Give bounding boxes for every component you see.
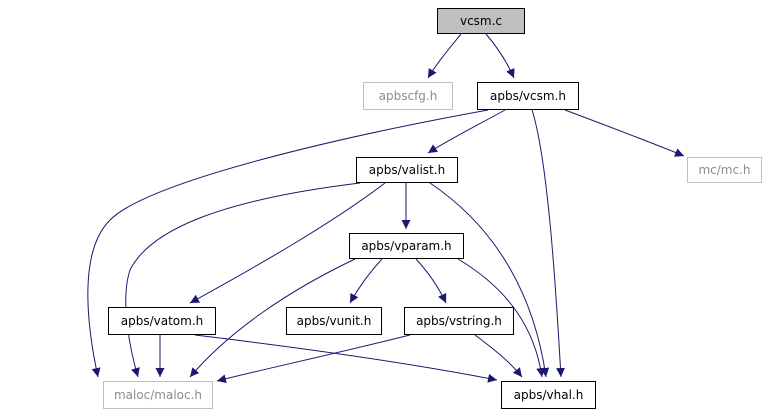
edge-apbs-valist-h-to-apbs-vhal-h <box>429 182 550 378</box>
edge-apbs-vcsm-h-to-apbs-vhal-h <box>531 109 565 378</box>
edge-apbs-vparam-h-to-apbs-vstring-h <box>415 258 447 304</box>
edge-vcsm-c-to-apbs-vcsm-h <box>485 33 515 79</box>
dependency-edges <box>87 33 685 384</box>
node-apbs-vhal-h[interactable]: apbs/vhal.h <box>501 381 596 409</box>
node-maloc-maloc-h: maloc/maloc.h <box>103 381 213 409</box>
edge-vcsm-c-to-apbscfg-h <box>427 33 462 79</box>
edge-apbs-vcsm-h-to-apbs-valist-h <box>427 109 506 154</box>
edge-apbs-vstring-h-to-maloc-maloc-h <box>216 334 411 384</box>
node-vcsm-c: vcsm.c <box>437 8 525 34</box>
edge-apbs-vatom-h-to-apbs-vhal-h <box>194 334 498 383</box>
node-mc-mc-h: mc/mc.h <box>687 157 762 183</box>
edge-apbs-valist-h-to-maloc-maloc-h <box>125 182 361 378</box>
edge-apbs-vstring-h-to-apbs-vhal-h <box>474 334 523 378</box>
node-apbs-valist-h[interactable]: apbs/valist.h <box>356 157 458 183</box>
node-apbscfg-h: apbscfg.h <box>363 82 453 110</box>
edge-apbs-vcsm-h-to-mc-mc-h <box>564 109 685 157</box>
edge-apbs-vparam-h-to-apbs-vhal-h <box>457 258 546 378</box>
edge-apbs-vcsm-h-to-maloc-maloc-h <box>87 109 489 378</box>
edge-apbs-valist-h-to-apbs-vatom-h <box>189 182 386 304</box>
node-apbs-vstring-h[interactable]: apbs/vstring.h <box>404 307 514 335</box>
node-apbs-vcsm-h[interactable]: apbs/vcsm.h <box>477 82 579 110</box>
node-apbs-vparam-h[interactable]: apbs/vparam.h <box>349 233 464 259</box>
edge-apbs-vparam-h-to-apbs-vunit-h <box>349 258 383 304</box>
node-apbs-vunit-h[interactable]: apbs/vunit.h <box>286 307 382 335</box>
edge-apbs-vparam-h-to-maloc-maloc-h <box>189 258 356 378</box>
node-apbs-vatom-h[interactable]: apbs/vatom.h <box>108 307 216 335</box>
